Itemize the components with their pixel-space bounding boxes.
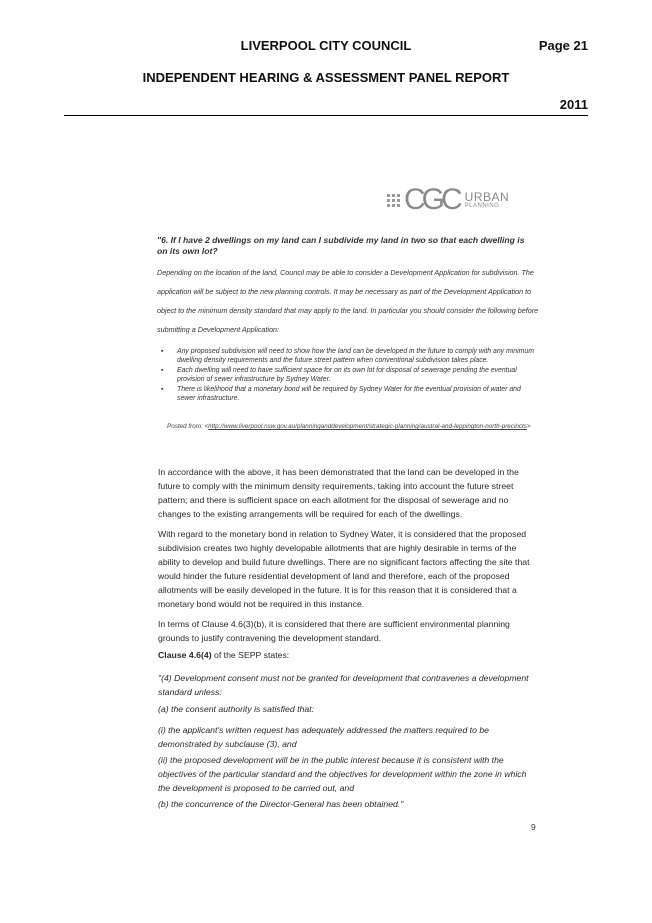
- report-year: 2011: [559, 97, 588, 112]
- faq-question: "6. If I have 2 dwellings on my land can…: [157, 235, 525, 256]
- quote-subclause-4: "(4) Development consent must not be gra…: [158, 673, 529, 697]
- cgc-logo: CGC URBAN PLANNING: [387, 185, 509, 215]
- scan-page-number: 9: [531, 822, 536, 832]
- clause-ref: Clause 4.6(4): [158, 650, 212, 660]
- quote-subclause-b: (b) the concurrence of the Director-Gene…: [158, 799, 404, 809]
- logo-wordmark: URBAN PLANNING: [465, 191, 510, 209]
- quote-subclause-i: (i) the applicant's written request has …: [158, 725, 490, 749]
- paragraph-monetary-bond: With regard to the monetary bond in rela…: [158, 529, 530, 609]
- header-rule: [64, 115, 588, 116]
- page-label: Page 21: [538, 38, 588, 53]
- posted-from: Posted from: <http://www.liverpool.nsw.g…: [167, 422, 537, 431]
- clause-ref-rest: of the SEPP states:: [211, 650, 290, 660]
- faq-bullet-list: Any proposed subdivision will need to sh…: [161, 348, 541, 405]
- list-item: Any proposed subdivision will need to sh…: [161, 348, 541, 365]
- logo-word-urban: URBAN: [464, 190, 510, 204]
- paragraph-clause-4-6-3b: In terms of Clause 4.6(3)(b), it is cons…: [158, 619, 510, 643]
- list-item: Each dwelling will need to have sufficie…: [161, 367, 541, 384]
- paragraph-density: In accordance with the above, it has bee…: [158, 467, 519, 519]
- quote-subclause-ii: (ii) the proposed development will be in…: [158, 755, 527, 793]
- list-item: There is likelihood that a monetary bond…: [161, 386, 541, 403]
- council-name: LIVERPOOL CITY COUNCIL: [240, 38, 412, 53]
- paragraph-clause-4-6-4: Clause 4.6(4) of the SEPP states:: [158, 648, 530, 662]
- logo-dots-icon: [387, 193, 400, 207]
- logo-letters: CGC: [404, 183, 463, 216]
- posted-prefix: Posted from: <: [167, 423, 209, 430]
- logo-word-planning: PLANNING: [464, 203, 500, 209]
- source-link[interactable]: http://www.liverpool.nsw.gov.au/planning…: [208, 423, 527, 430]
- quote-subclause-a: (a) the consent authority is satisfied t…: [158, 704, 314, 714]
- posted-suffix: >: [526, 423, 531, 430]
- report-title: INDEPENDENT HEARING & ASSESSMENT PANEL R…: [142, 70, 510, 85]
- faq-answer: Depending on the location of the land, C…: [157, 268, 539, 334]
